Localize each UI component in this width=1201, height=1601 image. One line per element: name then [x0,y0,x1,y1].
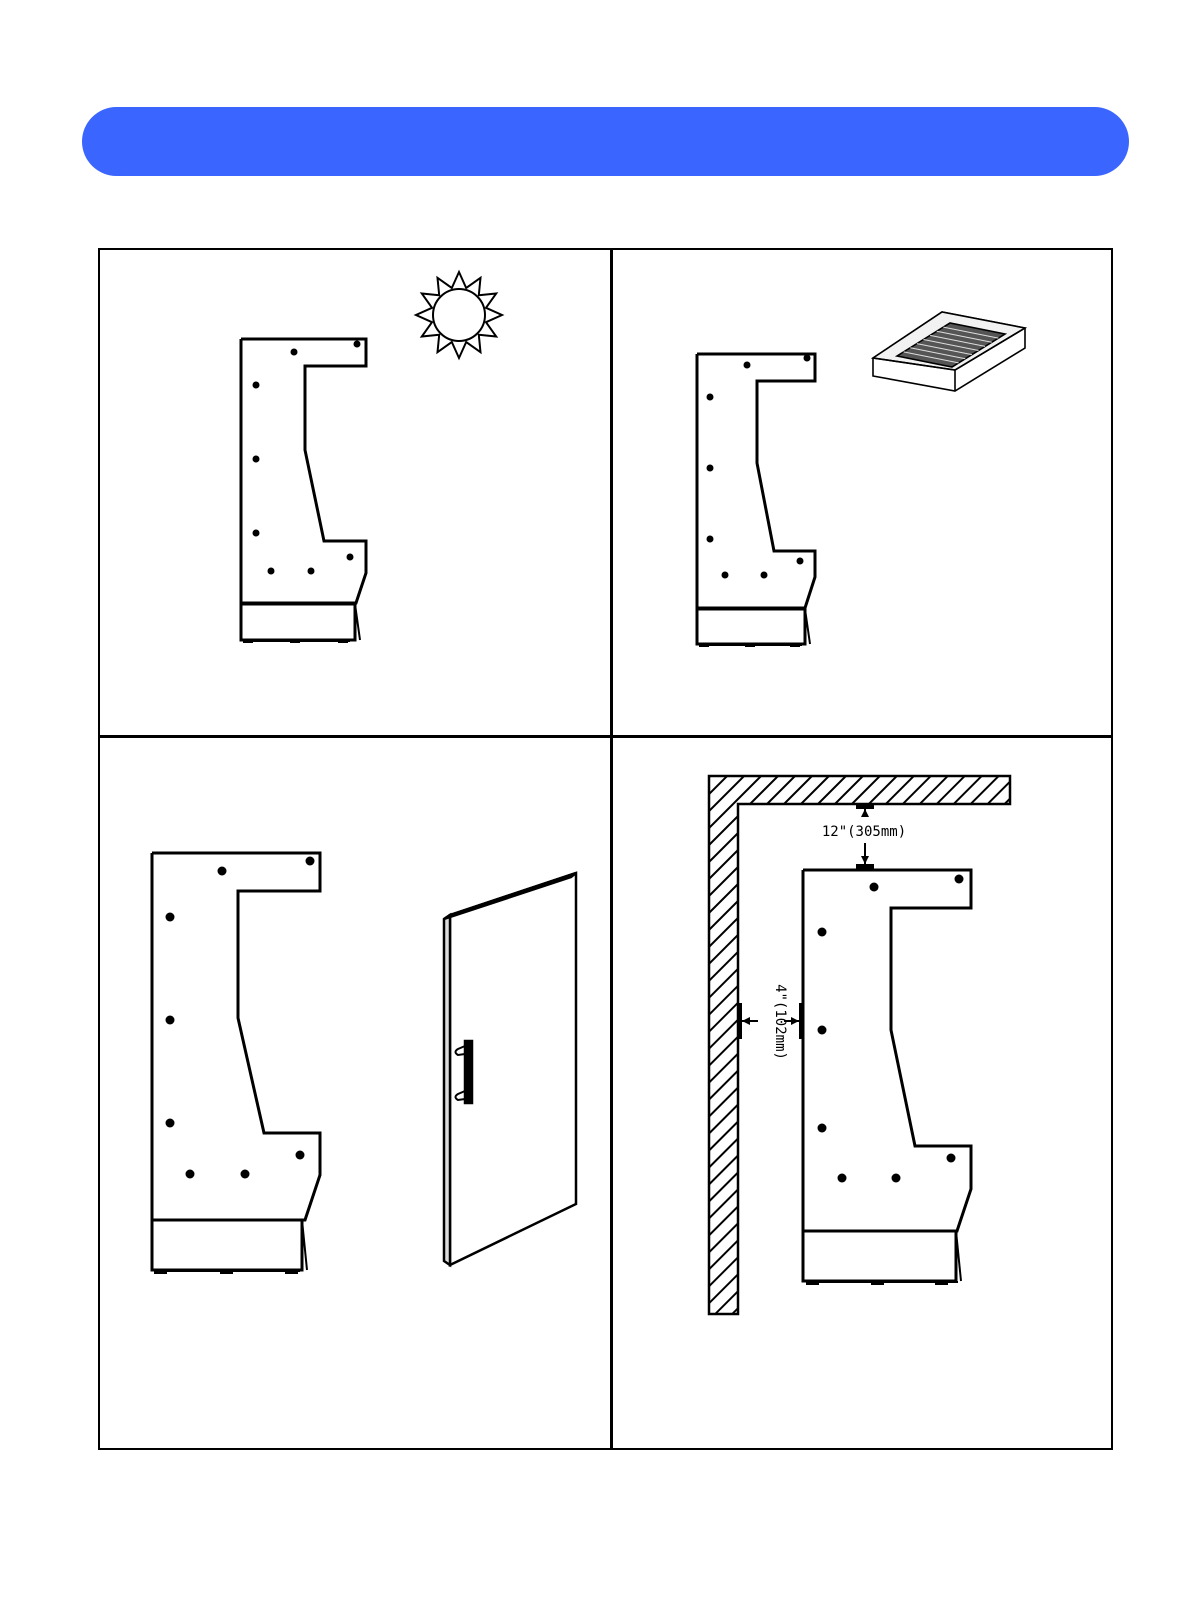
panel-wall-clearance: 12"(305mm) 4"(102mm) [612,737,1112,1450]
panel-sun [98,248,610,735]
ceiling-cassette-ac-icon [873,312,1025,391]
display-case-side-view [697,354,815,647]
door-icon [444,873,576,1265]
top-clearance-label: 12"(305mm) [822,824,906,840]
side-clearance-label: 4"(102mm) [772,984,788,1060]
section-header-banner [82,107,1129,176]
panel-door [98,737,610,1450]
sun-icon [416,272,502,358]
display-case-side-view [152,853,320,1274]
display-case-side-view [241,339,366,643]
display-case-front-view [803,870,971,1285]
wall-and-ceiling [709,776,1010,1314]
panel-air-conditioner [612,248,1112,735]
side-clearance-dimension [738,1003,803,1039]
